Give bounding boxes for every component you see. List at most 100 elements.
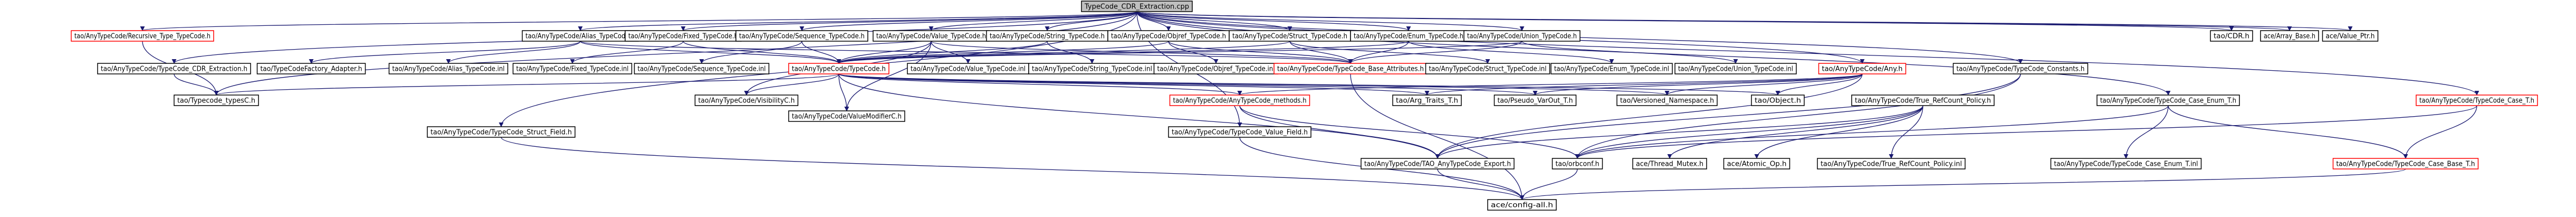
node-sequence[interactable]: tao/AnyTypeCode/Sequence_TypeCode.h bbox=[735, 30, 868, 42]
node-label: tao/Object.h bbox=[1755, 97, 1801, 105]
edge-enumtc-to-typecode_h bbox=[836, 41, 1409, 64]
node-struct_inl[interactable]: tao/AnyTypeCode/Struct_TypeCode.inl bbox=[1425, 63, 1550, 74]
edge-any_h-to-methods bbox=[1237, 73, 1863, 96]
edge-base_attr-to-config_all bbox=[1350, 73, 1525, 200]
edge-union-to-base_attr bbox=[1348, 41, 1522, 64]
node-label: tao/AnyTypeCode/String_TypeCode.h bbox=[990, 33, 1105, 41]
node-enumtc[interactable]: tao/AnyTypeCode/Enum_TypeCode.h bbox=[1350, 30, 1467, 42]
node-string[interactable]: tao/AnyTypeCode/String_TypeCode.h bbox=[986, 30, 1108, 42]
node-value_field[interactable]: tao/AnyTypeCode/TypeCode_Value_Field.h bbox=[1168, 126, 1311, 138]
node-alias[interactable]: tao/AnyTypeCode/Alias_TypeCode.h bbox=[522, 30, 639, 42]
node-label: ace/Thread_Mutex.h bbox=[1636, 161, 1703, 168]
node-box bbox=[2322, 30, 2379, 42]
node-orbconf[interactable]: tao/orbconf.h bbox=[1552, 158, 1603, 169]
edge-fixed-to-typecode_h bbox=[683, 41, 841, 64]
node-objecth[interactable]: tao/Object.h bbox=[1751, 95, 1805, 106]
edge-case_enum_t-to-case_base_t bbox=[2168, 105, 2408, 159]
node-box bbox=[1392, 95, 1462, 106]
edge-any_h-to-export bbox=[1435, 73, 1863, 159]
node-config_all[interactable]: ace/config-all.h bbox=[1487, 199, 1557, 211]
node-recursive[interactable]: tao/AnyTypeCode/Recursive_Type_TypeCode.… bbox=[71, 30, 214, 42]
node-box bbox=[1550, 63, 1673, 74]
edge-any_h-to-pseudo bbox=[1533, 73, 1863, 96]
node-objref[interactable]: tao/AnyTypeCode/Objref_TypeCode.h bbox=[1107, 30, 1230, 42]
node-union[interactable]: tao/AnyTypeCode/Union_TypeCode.h bbox=[1463, 30, 1581, 42]
edge-enumtc-to-base_attr bbox=[1348, 41, 1409, 64]
edge-typecode_h-to-objecth bbox=[838, 73, 1780, 96]
node-label: tao/AnyTypeCode/True_RefCount_Policy.h bbox=[1855, 97, 1991, 105]
node-export[interactable]: tao/AnyTypeCode/TAO_AnyTypeCode_Export.h bbox=[1361, 158, 1515, 169]
node-label: tao/AnyTypeCode/Sequence_TypeCode.h bbox=[739, 33, 865, 41]
edge-refcount_policy-to-orbconf bbox=[1575, 105, 1923, 159]
node-cdr_extract[interactable]: tao/AnyTypeCode/TypeCode_CDR_Extraction.… bbox=[97, 63, 251, 74]
edge-sequence-to-sequence_inl bbox=[699, 41, 802, 64]
node-case_t[interactable]: tao/AnyTypeCode/TypeCode_Case_T.h bbox=[2416, 95, 2538, 106]
edge-case_base_t-to-config_all bbox=[1519, 168, 2406, 200]
node-label: tao/AnyTypeCode/Recursive_Type_TypeCode.… bbox=[74, 33, 210, 41]
node-objref_inl[interactable]: tao/AnyTypeCode/Objref_TypeCode.inl bbox=[1153, 63, 1279, 74]
edge-objref-to-typecode_h bbox=[836, 41, 1169, 64]
node-case_enum_inl[interactable]: tao/AnyTypeCode/TypeCode_Case_Enum_T.inl bbox=[2050, 158, 2202, 169]
edge-root-to-value bbox=[928, 11, 1137, 31]
node-alias_inl[interactable]: tao/AnyTypeCode/Alias_TypeCode.inl bbox=[388, 63, 509, 74]
edge-any_h-to-versioned bbox=[1664, 73, 1863, 96]
node-versioned[interactable]: tao/Versioned_Namespace.h bbox=[1616, 95, 1718, 106]
node-valuemodifierc[interactable]: tao/AnyTypeCode/ValueModifierC.h bbox=[788, 110, 905, 122]
node-any_h[interactable]: tao/AnyTypeCode/Any.h bbox=[1818, 63, 1907, 74]
node-label: tao/AnyTypeCode/Any.h bbox=[1822, 65, 1903, 73]
node-value[interactable]: tao/AnyTypeCode/Value_TypeCode.h bbox=[873, 30, 990, 42]
node-thread_mutex[interactable]: ace/Thread_Mutex.h bbox=[1632, 158, 1707, 169]
node-box bbox=[1818, 63, 1907, 74]
node-factory_adapter[interactable]: tao/TypeCodeFactory_Adapter.h bbox=[256, 63, 366, 74]
edge-struct-to-struct_inl bbox=[1289, 41, 1490, 64]
node-methods[interactable]: tao/AnyTypeCode/AnyTypeCode_methods.h bbox=[1169, 95, 1310, 106]
node-root: TypeCode_CDR_Extraction.cpp bbox=[1081, 1, 1193, 12]
node-typecode_typesc[interactable]: tao/Typecode_typesC.h bbox=[174, 95, 259, 106]
node-atomic_op[interactable]: ace/Atomic_Op.h bbox=[1723, 158, 1790, 169]
node-union_inl[interactable]: tao/AnyTypeCode/Union_TypeCode.inl bbox=[1674, 63, 1797, 74]
node-fixed_inl[interactable]: tao/AnyTypeCode/Fixed_TypeCode.inl bbox=[512, 63, 633, 74]
edge-case_enum_t-to-orbconf bbox=[1575, 105, 2169, 159]
node-value_inl[interactable]: tao/AnyTypeCode/Value_TypeCode.inl bbox=[907, 63, 1029, 74]
node-label: tao/AnyTypeCode/Enum_TypeCode.inl bbox=[1554, 65, 1669, 73]
node-argtraits[interactable]: tao/Arg_Traits_T.h bbox=[1392, 95, 1462, 106]
node-label: tao/AnyTypeCode/Sequence_TypeCode.inl bbox=[638, 65, 766, 73]
node-tc_constants[interactable]: tao/AnyTypeCode/TypeCode_Constants.h bbox=[1952, 63, 2089, 74]
edge-refcount_policy-to-refcount_inl bbox=[1889, 105, 1923, 159]
node-enum_inl[interactable]: tao/AnyTypeCode/Enum_TypeCode.inl bbox=[1550, 63, 1673, 74]
edge-union-to-typecode_h bbox=[836, 41, 1522, 64]
node-box bbox=[427, 126, 576, 138]
node-label: tao/AnyTypeCode/Fixed_TypeCode.h bbox=[628, 33, 738, 41]
node-struct[interactable]: tao/AnyTypeCode/Struct_TypeCode.h bbox=[1229, 30, 1351, 42]
node-sequence_inl[interactable]: tao/AnyTypeCode/Sequence_TypeCode.inl bbox=[634, 63, 770, 74]
edge-refcount_policy-to-thread_mutex bbox=[1667, 105, 1923, 159]
edge-alias-to-typecode_h bbox=[580, 41, 841, 64]
node-box bbox=[1487, 199, 1557, 211]
node-box bbox=[2050, 158, 2202, 169]
node-case_base_t[interactable]: tao/AnyTypeCode/TypeCode_Case_Base_T.h bbox=[2332, 158, 2479, 169]
node-valueptr[interactable]: ace/Value_Ptr.h bbox=[2322, 30, 2379, 42]
node-struct_field[interactable]: tao/AnyTypeCode/TypeCode_Struct_Field.h bbox=[427, 126, 576, 138]
node-refcount_inl[interactable]: tao/AnyTypeCode/True_RefCount_Policy.inl bbox=[1817, 158, 1966, 169]
node-label: tao/AnyTypeCode/Fixed_TypeCode.inl bbox=[516, 65, 629, 73]
node-label: tao/AnyTypeCode/TypeCode.h bbox=[792, 65, 886, 73]
node-box bbox=[388, 63, 509, 74]
edge-struct-to-typecode_h bbox=[836, 41, 1290, 64]
node-fixed[interactable]: tao/AnyTypeCode/Fixed_TypeCode.h bbox=[625, 30, 742, 42]
node-typecode_h[interactable]: tao/AnyTypeCode/TypeCode.h bbox=[788, 63, 889, 74]
node-label: tao/AnyTypeCode/TypeCode_Value_Field.h bbox=[1172, 129, 1308, 137]
node-label: tao/AnyTypeCode/Union_TypeCode.h bbox=[1467, 33, 1577, 41]
edge-case_t-to-case_base_t bbox=[2403, 105, 2477, 159]
edge-any_h-to-argtraits bbox=[1424, 73, 1863, 96]
node-base_attr[interactable]: tao/AnyTypeCode/TypeCode_Base_Attributes… bbox=[1273, 63, 1428, 74]
node-string_inl[interactable]: tao/AnyTypeCode/String_TypeCode.inl bbox=[1028, 63, 1156, 74]
edge-typecode_h-to-methods bbox=[838, 73, 1242, 96]
node-cdr[interactable]: tao/CDR.h bbox=[2210, 30, 2253, 42]
node-case_enum_t[interactable]: tao/AnyTypeCode/TypeCode_Case_Enum_T.h bbox=[2096, 95, 2240, 106]
node-arraybase[interactable]: ace/Array_Base.h bbox=[2260, 30, 2319, 42]
node-refcount_policy[interactable]: tao/AnyTypeCode/True_RefCount_Policy.h bbox=[1851, 95, 1995, 106]
node-pseudo[interactable]: tao/Pseudo_VarOut_T.h bbox=[1493, 95, 1577, 106]
edge-union-to-union_inl bbox=[1521, 41, 1738, 64]
node-label: tao/AnyTypeCode/TypeCode_Base_Attributes… bbox=[1277, 65, 1424, 73]
node-visibilityc[interactable]: tao/AnyTypeCode/VisibilityC.h bbox=[694, 95, 799, 106]
